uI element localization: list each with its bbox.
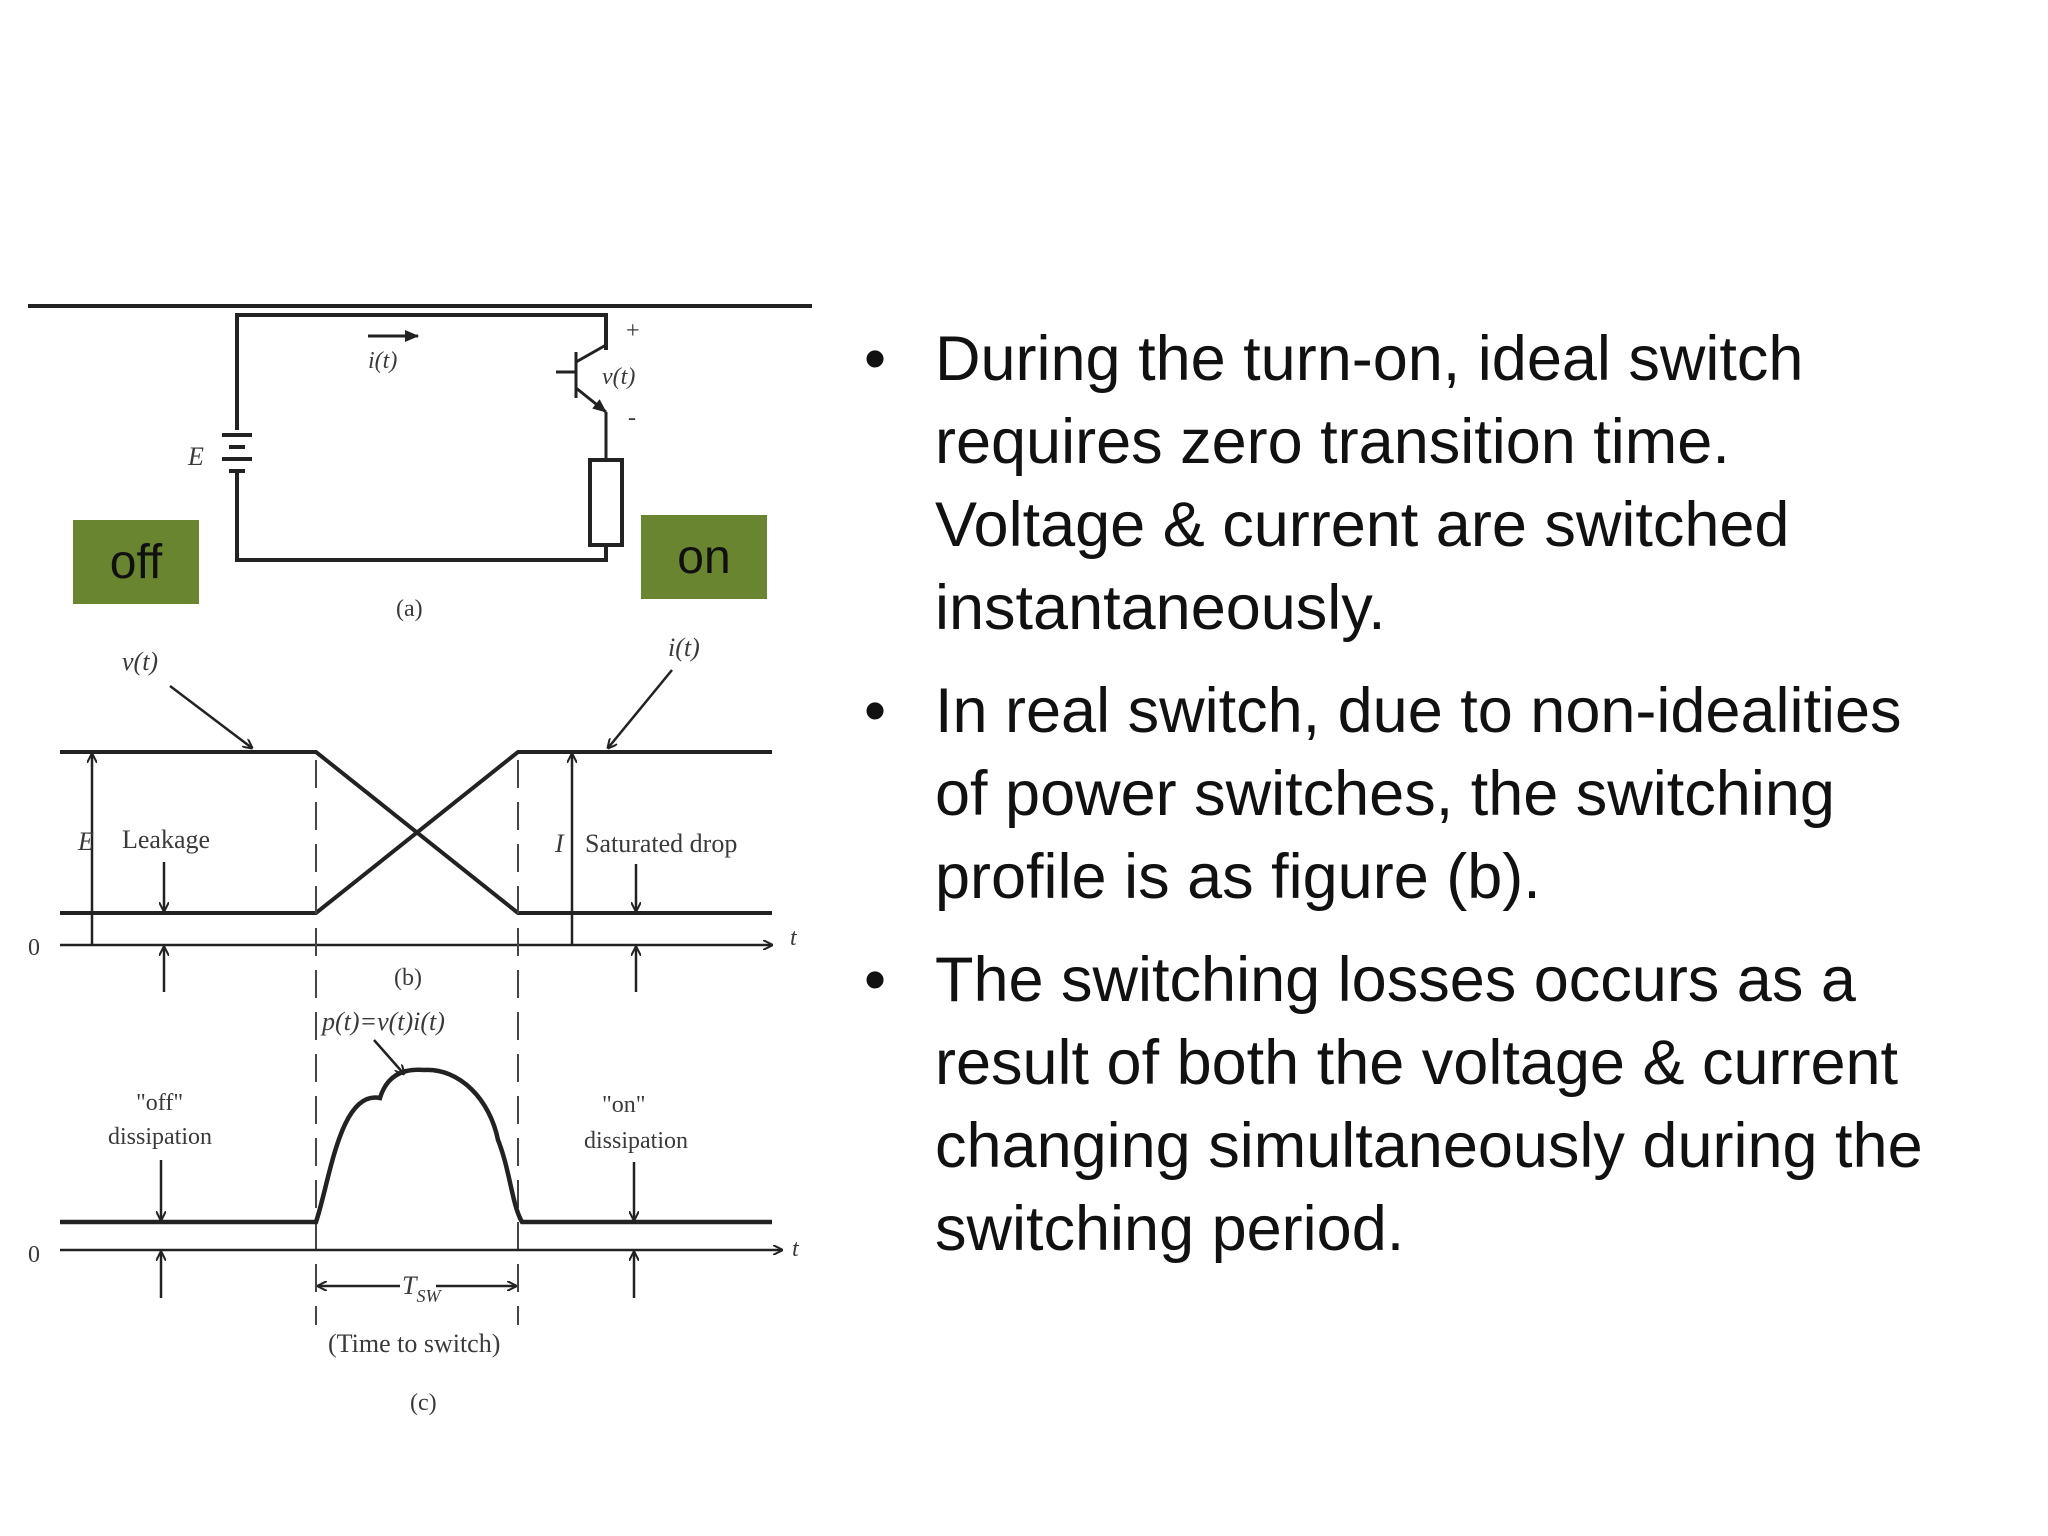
power-formula: p(t)=v(t)i(t) (320, 1007, 445, 1036)
caption-b: (b) (394, 965, 422, 991)
bullet-line: During the turn-on, ideal switch (935, 324, 1804, 394)
switching-diagram: E i(t) + v(t) - (a) 0 t E (28, 304, 812, 1416)
power-pointer (373, 1039, 404, 1074)
source-label: E (187, 442, 204, 471)
transistor-symbol (556, 343, 608, 460)
voltage-label: v(t) (602, 364, 635, 390)
power-trace (60, 1067, 772, 1225)
bullet-dot: • (863, 324, 887, 394)
bullet-line: result of both the voltage & current (935, 1028, 1899, 1098)
time-to-switch-label: (Time to switch) (328, 1329, 500, 1358)
current-trace (60, 750, 772, 915)
bullet-line: changing simultaneously during the (935, 1111, 1923, 1181)
on-dissipation-line1: "on" (602, 1092, 646, 1118)
tsw-label: TSW (402, 1271, 442, 1306)
caption-a: (a) (396, 596, 423, 622)
bullet-line: The switching losses occurs as a (935, 945, 1856, 1015)
saturated-drop-label: Saturated drop (585, 829, 737, 858)
zero-label-c: 0 (28, 1242, 40, 1268)
battery-symbol (222, 402, 252, 480)
plus-sign: + (626, 318, 640, 344)
off-dissipation-line2: dissipation (108, 1124, 212, 1150)
bullet-line: of power switches, the switching (935, 759, 1835, 829)
bullet-line: requires zero transition time. (935, 407, 1730, 477)
current-label: i(t) (368, 348, 397, 374)
circuit-wires (235, 313, 608, 562)
circuit-diagram: E i(t) + v(t) - (a) (28, 304, 812, 622)
leakage-label: Leakage (122, 825, 210, 854)
bullet-list: • During the turn-on, ideal switch requi… (855, 318, 2025, 1291)
bullet-line: profile is as figure (b). (935, 842, 1541, 912)
off-badge: off (73, 520, 199, 604)
on-dissipation-line2: dissipation (584, 1128, 688, 1154)
bullet-item: • In real switch, due to non-idealities … (855, 670, 2025, 919)
bullet-dot: • (863, 945, 887, 1015)
bullet-dot: • (863, 676, 887, 746)
load-resistor (588, 458, 624, 547)
bullet-line: switching period. (935, 1194, 1405, 1264)
off-dissipation-line1: "off" (136, 1090, 183, 1116)
switching-waveforms: 0 t E I v(t) i(t) Leakage Saturated drop… (28, 633, 798, 1325)
bullet-line: Voltage & current are switched (935, 490, 1790, 560)
i-trace-label: i(t) (668, 633, 700, 662)
on-badge: on (641, 515, 767, 599)
bullet-item: • During the turn-on, ideal switch requi… (855, 318, 2025, 650)
zero-label-b: 0 (28, 935, 40, 961)
power-dissipation-plot: 0 t p(t)=v(t)i(t) "off" dissipation "on"… (28, 1007, 800, 1416)
bullet-line: In real switch, due to non-idealities (935, 676, 1902, 746)
t-label-c: t (792, 1236, 800, 1262)
bullet-item: • The switching losses occurs as a resul… (855, 939, 2025, 1271)
bullet-line: instantaneously. (935, 573, 1386, 643)
v-trace-label: v(t) (122, 647, 158, 676)
v-trace-pointer (169, 685, 252, 748)
i-level-label: I (554, 829, 565, 858)
i-trace-pointer (608, 669, 673, 748)
minus-sign: - (628, 405, 636, 431)
caption-c: (c) (410, 1390, 437, 1416)
e-level-label: E (77, 827, 94, 856)
t-label-b: t (790, 925, 798, 951)
